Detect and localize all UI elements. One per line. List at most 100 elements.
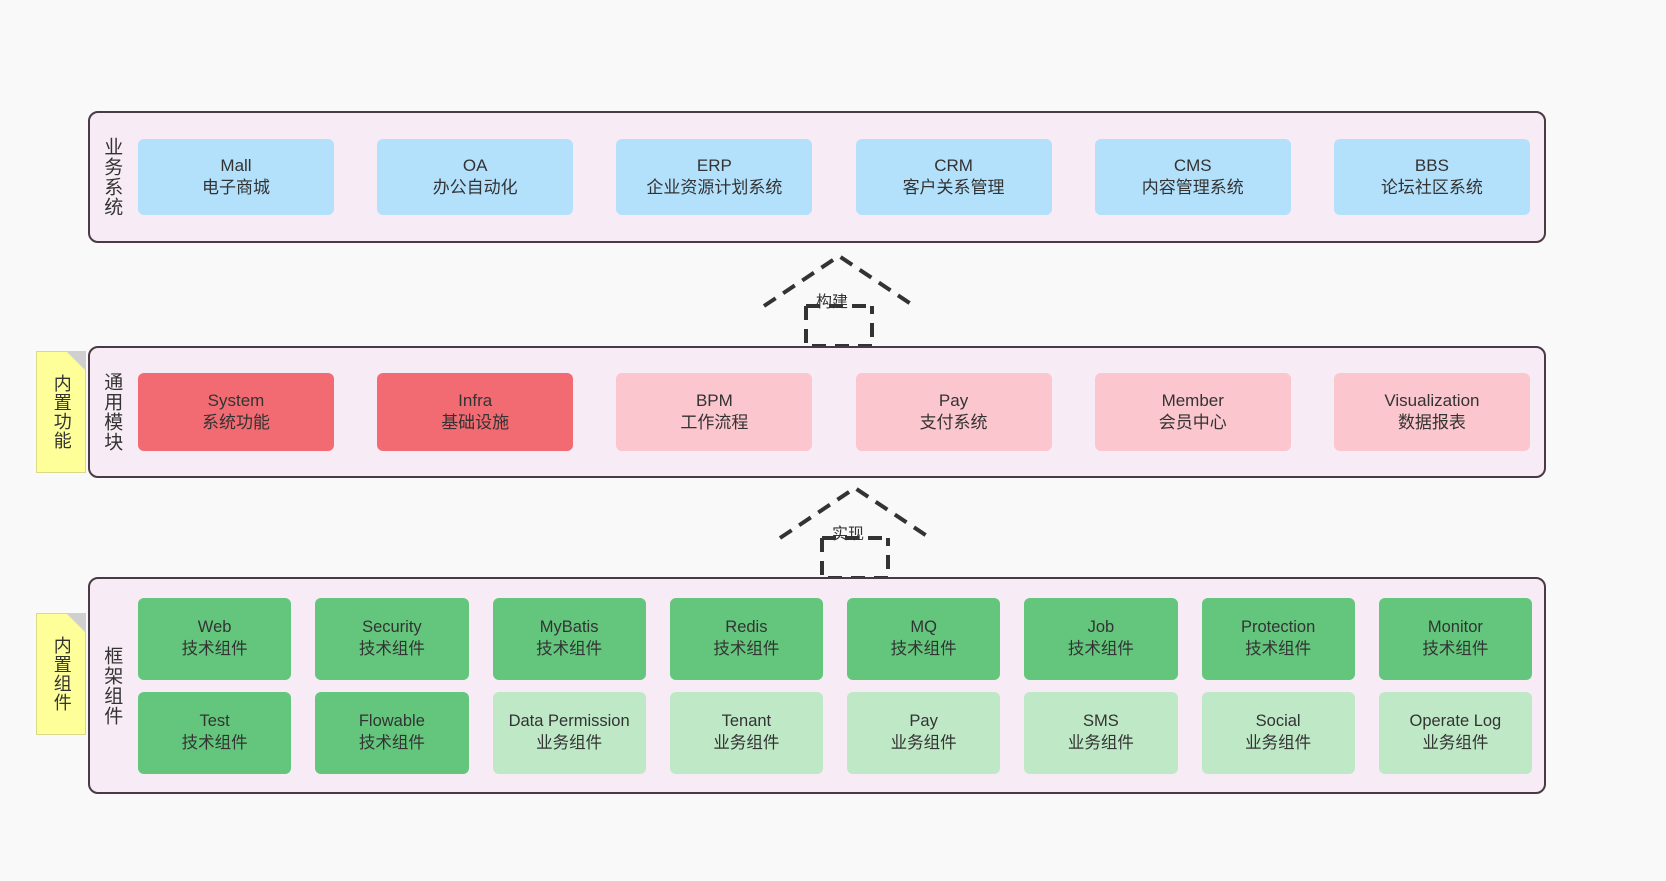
card-subtitle: 业务组件 (1245, 733, 1312, 752)
layer-body-common-modules: System 系统功能 Infra 基础设施 BPM 工作流程 Pay 支付系统… (132, 348, 1544, 476)
note-label: 内置组件 (51, 636, 72, 712)
card-erp[interactable]: ERP 企业资源计划系统 (616, 139, 813, 215)
note-label: 内置功能 (51, 374, 72, 450)
card-bpm[interactable]: BPM 工作流程 (616, 373, 813, 451)
card-title: Pay (938, 390, 969, 410)
card-title: Data Permission (508, 711, 630, 730)
card-title: MyBatis (539, 617, 599, 636)
card-subtitle: 技术组件 (358, 733, 425, 752)
card-subtitle: 支付系统 (919, 413, 988, 432)
card-subtitle: 业务组件 (1067, 733, 1134, 752)
card-subtitle: 业务组件 (536, 733, 603, 752)
card-crm[interactable]: CRM 客户关系管理 (855, 139, 1052, 215)
card-title: Redis (725, 617, 768, 636)
card-security[interactable]: Security 技术组件 (315, 597, 469, 680)
layer-title-business-systems: 业务系统 (101, 137, 123, 217)
card-title: System (207, 390, 265, 410)
card-pay-business[interactable]: Pay 业务组件 (847, 691, 1001, 774)
card-subtitle: 客户关系管理 (902, 178, 1005, 197)
card-title: Operate Log (1409, 711, 1502, 730)
card-subtitle: 内容管理系统 (1141, 178, 1244, 197)
framework-components-grid: Web 技术组件 Security 技术组件 MyBatis 技术组件 Redi… (138, 597, 1532, 774)
card-mybatis[interactable]: MyBatis 技术组件 (492, 597, 646, 680)
layer-framework-components: 框架组件 Web 技术组件 Security 技术组件 MyBatis 技术组件… (88, 577, 1546, 794)
connector-implement-arrow (778, 485, 932, 580)
card-title: Pay (909, 711, 938, 730)
card-social[interactable]: Social 业务组件 (1201, 691, 1355, 774)
card-subtitle: 企业资源计划系统 (646, 178, 783, 197)
card-subtitle: 技术组件 (890, 639, 957, 658)
card-title: MQ (910, 617, 937, 636)
card-title: Flowable (358, 711, 425, 730)
card-title: Infra (458, 390, 493, 410)
layer-business-systems: 业务系统 Mall 电子商城 OA 办公自动化 ERP 企业资源计划系统 CRM… (88, 111, 1546, 243)
card-title: Monitor (1427, 617, 1483, 636)
card-pay[interactable]: Pay 支付系统 (855, 373, 1052, 451)
card-subtitle: 技术组件 (1067, 639, 1134, 658)
card-subtitle: 技术组件 (713, 639, 780, 658)
card-visualization[interactable]: Visualization 数据报表 (1333, 373, 1530, 451)
card-monitor[interactable]: Monitor 技术组件 (1378, 597, 1532, 680)
card-member[interactable]: Member 会员中心 (1094, 373, 1291, 451)
card-subtitle: 业务组件 (1422, 733, 1489, 752)
card-subtitle: 会员中心 (1158, 413, 1227, 432)
card-test[interactable]: Test 技术组件 (138, 691, 292, 774)
card-title: BBS (1414, 155, 1449, 175)
card-subtitle: 技术组件 (1422, 639, 1489, 658)
card-sms[interactable]: SMS 业务组件 (1024, 691, 1178, 774)
card-subtitle: 论坛社区系统 (1380, 178, 1483, 197)
card-subtitle: 基础设施 (441, 413, 510, 432)
card-subtitle: 技术组件 (536, 639, 603, 658)
card-mall[interactable]: Mall 电子商城 (138, 139, 334, 215)
card-title: CRM (934, 155, 973, 175)
card-protection[interactable]: Protection 技术组件 (1201, 597, 1355, 680)
note-fold-corner-icon (67, 352, 85, 370)
card-web[interactable]: Web 技术组件 (138, 597, 292, 680)
card-title: Social (1255, 711, 1301, 730)
note-builtin-component[interactable]: 内置组件 (36, 613, 86, 735)
layer-common-modules: 通用模块 System 系统功能 Infra 基础设施 BPM 工作流程 Pay… (88, 346, 1546, 478)
layer-body-business-systems: Mall 电子商城 OA 办公自动化 ERP 企业资源计划系统 CRM 客户关系… (132, 113, 1544, 241)
note-builtin-function[interactable]: 内置功能 (36, 351, 86, 473)
note-fold-corner-icon (67, 614, 85, 632)
card-bbs[interactable]: BBS 论坛社区系统 (1333, 139, 1530, 215)
card-title: OA (462, 155, 488, 175)
connector-build: 构建 (744, 248, 934, 348)
card-mq[interactable]: MQ 技术组件 (847, 597, 1001, 680)
card-infra[interactable]: Infra 基础设施 (377, 373, 574, 451)
card-tenant[interactable]: Tenant 业务组件 (669, 691, 823, 774)
connector-build-label: 构建 (816, 294, 849, 311)
card-system[interactable]: System 系统功能 (138, 373, 334, 451)
card-title: Job (1087, 617, 1115, 636)
card-cms[interactable]: CMS 内容管理系统 (1094, 139, 1291, 215)
card-title: Web (197, 617, 232, 636)
layer-title-common-modules: 通用模块 (101, 372, 123, 452)
card-oa[interactable]: OA 办公自动化 (377, 139, 574, 215)
card-subtitle: 技术组件 (181, 639, 248, 658)
card-title: Test (199, 711, 230, 730)
connector-build-arrow (762, 253, 916, 348)
layer-body-framework-components: Web 技术组件 Security 技术组件 MyBatis 技术组件 Redi… (132, 579, 1544, 792)
card-title: Visualization (1384, 390, 1480, 410)
card-subtitle: 业务组件 (713, 733, 780, 752)
card-flowable[interactable]: Flowable 技术组件 (315, 691, 469, 774)
card-title: BPM (695, 390, 733, 410)
card-title: ERP (696, 155, 732, 175)
card-data-permission[interactable]: Data Permission 业务组件 (492, 691, 646, 774)
card-subtitle: 工作流程 (680, 413, 749, 432)
card-title: Protection (1240, 617, 1316, 636)
card-title: SMS (1082, 711, 1119, 730)
card-subtitle: 电子商城 (202, 178, 270, 197)
card-operate-log[interactable]: Operate Log 业务组件 (1378, 691, 1532, 774)
card-title: CMS (1173, 155, 1212, 175)
card-title: Tenant (721, 711, 772, 730)
card-subtitle: 数据报表 (1397, 413, 1466, 432)
card-redis[interactable]: Redis 技术组件 (669, 597, 823, 680)
card-subtitle: 技术组件 (358, 639, 425, 658)
connector-implement-label: 实现 (832, 526, 865, 543)
card-job[interactable]: Job 技术组件 (1024, 597, 1178, 680)
card-subtitle: 技术组件 (1245, 639, 1312, 658)
card-title: Mall (220, 155, 252, 175)
layer-title-framework-components: 框架组件 (101, 645, 123, 726)
